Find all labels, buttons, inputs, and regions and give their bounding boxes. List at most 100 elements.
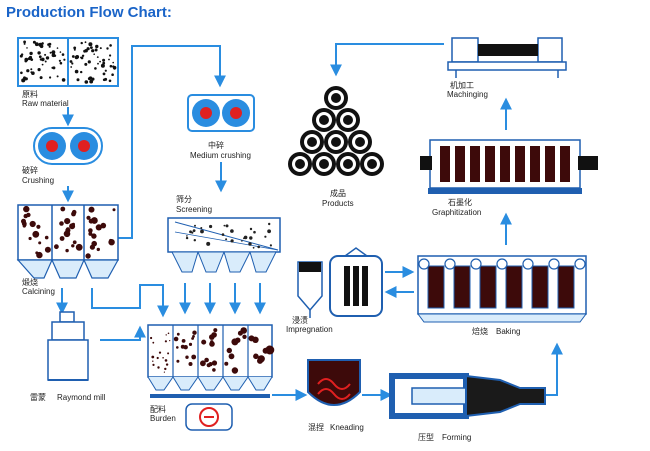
screening-label-zh: 筛分 [176,194,192,204]
particle [41,42,44,45]
particle [233,339,238,344]
particle [108,79,112,83]
graphitization-electrode [560,146,570,182]
particle [49,76,52,79]
graphitization-electrode [455,146,465,182]
particle [38,241,42,245]
particle [185,355,189,359]
particle [248,335,255,342]
particle [39,58,42,61]
graphitization-electrode [500,146,510,182]
particle [158,351,162,354]
raw-material-bin [17,37,119,87]
particle [102,72,106,76]
product-cylinder [367,159,377,169]
particle [249,236,253,240]
particle [94,67,97,70]
kneading-label-zh: 混捏 [308,423,324,432]
particle [223,224,226,227]
particle [91,49,95,53]
particle [49,51,52,54]
particle [106,47,109,50]
particle [230,239,234,243]
particle [210,340,214,344]
particle [61,78,66,82]
particle [253,230,256,234]
baking-electrode [557,265,575,309]
particle [151,355,155,359]
product-cylinder [355,137,365,147]
forming-label-zh: 压型 [418,433,434,442]
particle [183,345,188,350]
baking-furnace [417,255,587,323]
particle [58,59,62,62]
particle [65,227,71,233]
particle [99,60,101,63]
particle [191,354,197,360]
particle [241,240,243,242]
particle [253,353,259,360]
particle [189,230,192,234]
particle [41,57,45,62]
graphitization-electrode [470,146,480,182]
particle [228,353,235,360]
graphitization-electrode [485,146,495,182]
product-cylinder [331,137,341,147]
baking-cap [574,258,586,270]
particle [188,342,193,346]
particle [23,223,27,227]
flow-arrow-raymond-to-burden [100,325,146,341]
particle [90,46,93,49]
product-cylinder [295,159,305,169]
particle [56,75,59,78]
crushing-label-en: Crushing [22,176,54,185]
product-cylinder [331,93,341,103]
particle [24,59,28,63]
medium-crushing-label-en: Medium crushing [190,151,251,160]
particle [192,335,195,338]
particle [265,345,275,355]
baking-electrode [453,265,471,309]
particle [23,213,28,219]
particle [200,227,203,229]
particle [32,230,40,238]
impregnation-label-en: Impregnation [286,325,333,334]
graphitization-electrode [515,146,525,182]
particle [212,368,216,372]
particle [20,71,23,75]
particle [44,246,51,253]
particle [29,220,36,228]
particle [73,46,77,50]
particle [206,241,211,246]
particle [225,224,229,228]
screening-label-en: Screening [176,205,212,214]
particle [267,229,271,234]
particle [61,53,65,56]
particle [26,69,30,73]
flow-arrow-calcining-to-medium [118,45,226,239]
particle [162,357,164,359]
particle [76,78,80,82]
particle [75,243,83,251]
particle [100,222,107,229]
impregnation-tank [297,247,383,318]
particle [176,332,180,336]
particle [192,330,197,335]
particle [41,63,44,66]
particle [69,60,73,63]
raymond-label-zh: 雷蒙 [30,392,46,402]
baking-electrode [427,265,445,309]
particle [26,47,28,49]
particle [173,336,179,342]
particle [231,367,239,374]
particle [35,251,39,255]
medium-crushing-rollers [187,94,255,132]
machining-label-en: Machinging [447,90,488,99]
raw-material-label-en: Raw material [22,99,69,108]
raw-material-label-zh: 原料 [22,89,38,99]
particle [96,56,99,58]
particle [152,341,155,344]
particle [37,68,41,72]
particle [23,205,30,213]
particle [63,58,66,61]
